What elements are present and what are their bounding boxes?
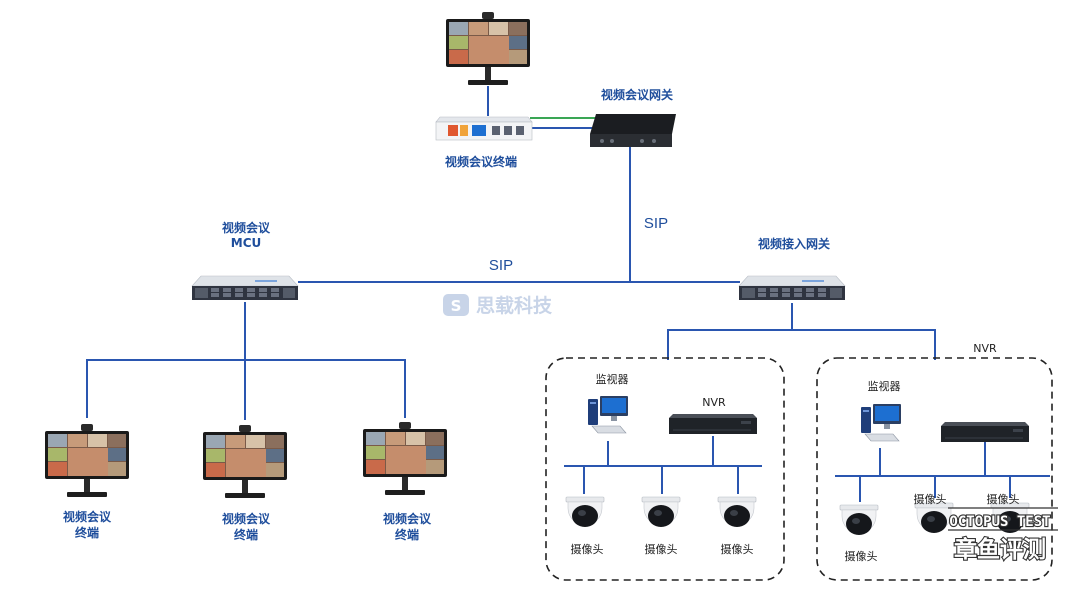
left-nvr-label: NVR — [702, 396, 726, 409]
top-vc-terminal-icon — [435, 116, 533, 141]
right-camera-1-label: 摄像头 — [845, 549, 878, 563]
terminal-2-monitor-icon — [203, 425, 287, 498]
terminal-3-monitor-icon — [363, 422, 447, 495]
terminal-1-label-line2: 终端 — [75, 525, 99, 540]
brand-line2: 章鱼评测 — [954, 536, 1046, 563]
terminal-2-label-line2: 终端 — [234, 527, 258, 542]
access-gateway-label: 视频接入网关 — [758, 236, 830, 251]
connection-lines — [86, 86, 1050, 502]
top-vc-terminal-label: 视频会议终端 — [445, 154, 517, 169]
right-camera-2-label: 摄像头 — [914, 492, 947, 506]
right-camera-2-icon — [914, 502, 954, 534]
left-camera-3-label: 摄像头 — [721, 542, 754, 556]
left-monitor-label: 监视器 — [596, 372, 629, 386]
right-camera-3-label: 摄像头 — [987, 492, 1020, 506]
left-nvr-icon — [668, 413, 758, 435]
vc-gateway-label: 视频会议网关 — [601, 87, 673, 102]
right-pc-monitor-icon — [860, 403, 902, 442]
right-camera-1-icon — [839, 504, 879, 536]
sip-horizontal-label: SIP — [489, 257, 513, 274]
access-gateway-server-icon — [738, 275, 846, 301]
watermark-logo-glyph: S — [451, 297, 462, 315]
left-camera-2-label: 摄像头 — [645, 542, 678, 556]
left-nvr-group-box — [545, 357, 785, 581]
terminal-3-label-line2: 终端 — [395, 527, 419, 542]
right-nvr-group-label: NVR — [973, 342, 997, 355]
left-camera-2-icon — [641, 496, 681, 528]
terminal-1-monitor-icon — [45, 424, 129, 497]
mcu-server-icon — [191, 275, 299, 301]
octopus-test-logo: OCTOPUS TEST 章鱼评测 — [948, 507, 1058, 564]
left-camera-1-label: 摄像头 — [571, 542, 604, 556]
vc-gateway-icon — [590, 114, 676, 147]
watermark: S 思载科技 — [443, 294, 553, 317]
watermark-text: 思载科技 — [476, 294, 553, 317]
right-nvr-group-box — [816, 357, 1053, 581]
terminal-2-label-line1: 视频会议 — [222, 511, 271, 526]
link-access-nvr-bus — [667, 329, 936, 360]
sip-vertical-label: SIP — [644, 215, 668, 232]
right-nvr-icon — [940, 421, 1030, 443]
top-vc-monitor-icon — [446, 12, 530, 85]
left-camera-1-icon — [565, 496, 605, 528]
left-pc-monitor-icon — [587, 395, 629, 434]
right-monitor-label: 监视器 — [868, 379, 901, 393]
watermark-logo-icon — [443, 294, 469, 316]
brand-line1: OCTOPUS TEST — [949, 514, 1050, 530]
left-camera-3-icon — [717, 496, 757, 528]
terminal-1-label-line1: 视频会议 — [63, 509, 112, 524]
terminal-3-label-line1: 视频会议 — [383, 511, 432, 526]
mcu-label-line2: MCU — [231, 236, 262, 250]
mcu-label-line1: 视频会议 — [222, 220, 271, 235]
